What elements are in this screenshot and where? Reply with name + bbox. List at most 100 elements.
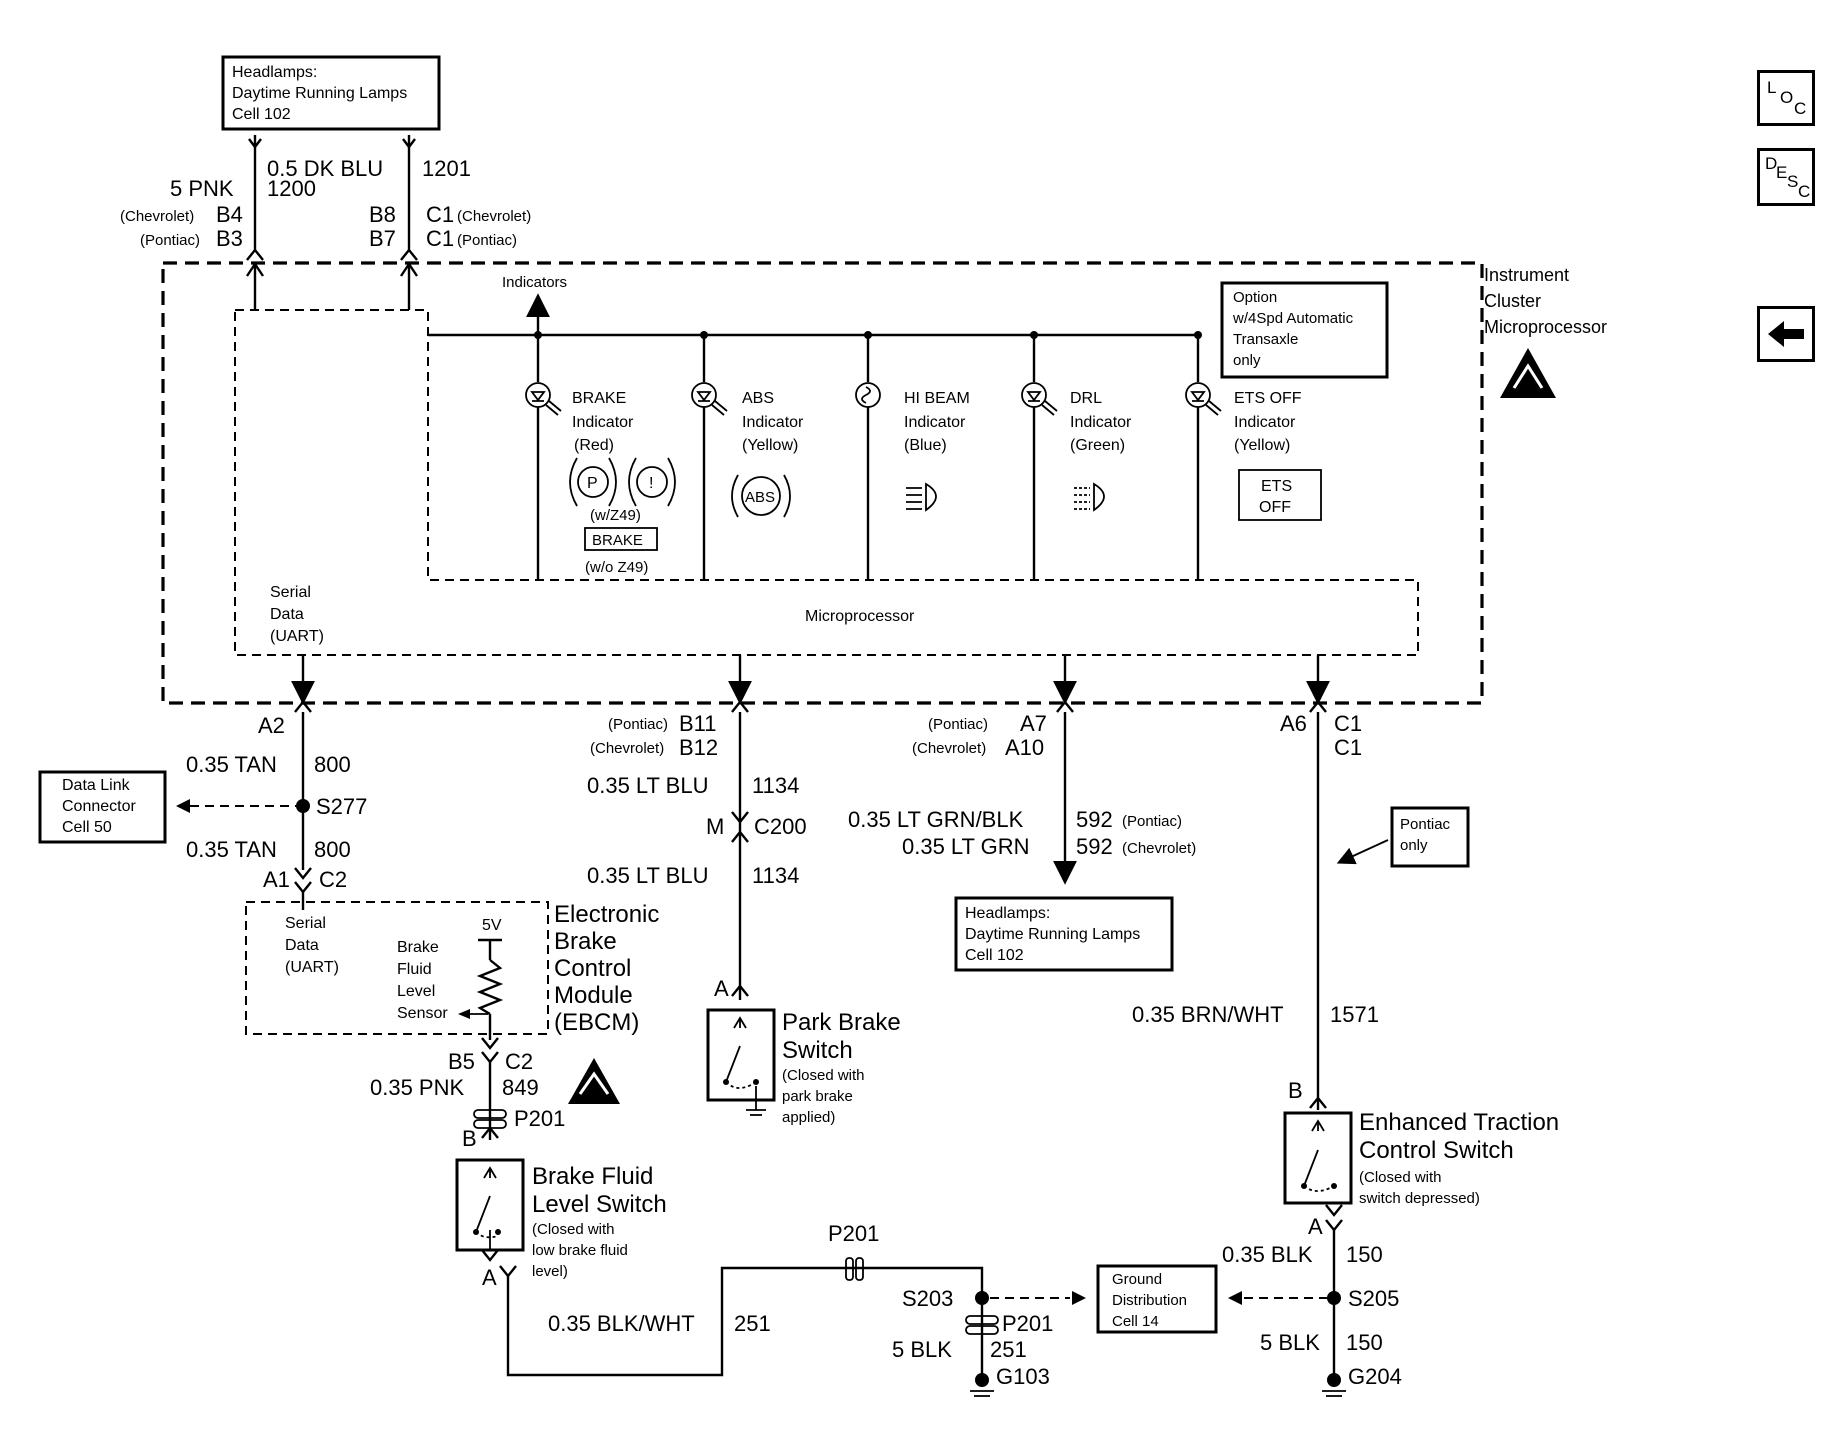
park-brake-symbol-icon: P: [569, 457, 617, 507]
desc-letter: S: [1787, 172, 1799, 191]
svg-text:Cell 50: Cell 50: [62, 819, 112, 836]
brake-fluid-level-switch: [455, 1158, 525, 1262]
ref-box-ground-dist[interactable]: Ground Distribution Cell 14: [1096, 1264, 1218, 1334]
svg-text:Daytime Running Lamps: Daytime Running Lamps: [965, 926, 1140, 943]
svg-text:ETS OFF: ETS OFF: [1234, 390, 1302, 407]
svg-text:Data Link: Data Link: [62, 777, 131, 794]
variant-label: (Chevrolet): [912, 740, 986, 757]
ebcm-boundary: [245, 901, 549, 1035]
serial-data-label: Data: [270, 606, 304, 623]
wire-circuit: 849: [502, 1075, 539, 1100]
pin-label: A7: [1020, 711, 1047, 736]
svg-text:Enhanced Traction: Enhanced Traction: [1359, 1109, 1559, 1136]
pin-label: A2: [258, 713, 285, 738]
pin-label: A6: [1280, 711, 1307, 736]
ref-line: Daytime Running Lamps: [232, 85, 407, 102]
park-brake-switch-note: (Closed with park brake applied): [782, 1067, 865, 1126]
note-line: only: [1233, 352, 1261, 369]
svg-text:Level Switch: Level Switch: [532, 1191, 667, 1218]
indicator-label-brake: BRAKE Indicator (Red): [572, 390, 634, 454]
svg-text:Pontiac: Pontiac: [1400, 816, 1451, 833]
ref-box-drl-top[interactable]: Headlamps: Daytime Running Lamps Cell 10…: [221, 55, 441, 131]
svg-text:Brake Fluid: Brake Fluid: [532, 1163, 653, 1190]
top-wires: [246, 135, 418, 310]
svg-text:Headlamps:: Headlamps:: [965, 905, 1050, 922]
svg-text:Indicator: Indicator: [904, 414, 966, 431]
ref-box-data-link[interactable]: Data Link Connector Cell 50: [38, 770, 167, 844]
variant-label: (Pontiac): [1122, 813, 1182, 830]
splice-label: S205: [1348, 1286, 1399, 1311]
svg-text:!: !: [649, 475, 653, 492]
option-note-box: Option w/4Spd Automatic Transaxle only: [1220, 281, 1389, 379]
park-brake-wire: [731, 700, 749, 1000]
loc-letter: C: [1794, 99, 1807, 118]
svg-text:park brake: park brake: [782, 1088, 853, 1105]
svg-text:Brake: Brake: [554, 928, 617, 955]
svg-text:(Closed with: (Closed with: [532, 1221, 615, 1238]
svg-text:applied): applied): [782, 1109, 835, 1126]
esd-warning-icon: [568, 1058, 620, 1104]
loc-button[interactable]: L O C: [1757, 70, 1815, 126]
brake-fluid-switch-note: (Closed with low brake fluid level): [532, 1221, 628, 1280]
wire-label: 0.35 PNK: [370, 1075, 464, 1100]
pontiac-only-note: Pontiac only: [1390, 806, 1470, 868]
svg-text:BRAKE: BRAKE: [572, 390, 626, 407]
svg-text:(Red): (Red): [574, 437, 614, 454]
ref-line: Headlamps:: [232, 64, 317, 81]
desc-letter: E: [1776, 163, 1788, 182]
svg-text:level): level): [532, 1263, 568, 1280]
ref-box-drl-bottom[interactable]: Headlamps: Daytime Running Lamps Cell 10…: [954, 896, 1174, 972]
indicator-label-drl: DRL Indicator (Green): [1070, 390, 1132, 454]
pin-label: M: [706, 814, 724, 839]
cluster-title: Microprocessor: [1484, 317, 1607, 337]
abs-symbol-icon: ABS: [731, 474, 791, 518]
etc-switch-note: (Closed with switch depressed): [1359, 1169, 1480, 1207]
brake-fluid-switch-title: Brake Fluid Level Switch: [532, 1163, 667, 1218]
indicator-column-ets-off: [1185, 331, 1222, 580]
brake-text-symbol: BRAKE: [584, 527, 658, 551]
svg-text:Brake: Brake: [397, 939, 439, 956]
ground-label: G103: [996, 1364, 1050, 1389]
svg-text:Connector: Connector: [62, 798, 136, 815]
esd-warning-icon: [1500, 348, 1556, 398]
variant-label: (Chevrolet): [590, 740, 664, 757]
svg-text:low brake fluid: low brake fluid: [532, 1242, 628, 1259]
connector-label: C1: [1334, 735, 1362, 760]
z49-label: (w/Z49): [590, 507, 641, 524]
variant-label: (Pontiac): [140, 232, 200, 249]
wire-circuit: 800: [314, 837, 351, 862]
wire-label: 5 BLK: [1260, 1330, 1320, 1355]
svg-text:Ground: Ground: [1112, 1271, 1162, 1288]
svg-text:(EBCM): (EBCM): [554, 1009, 639, 1036]
indicator-label-abs: ABS Indicator (Yellow): [742, 390, 804, 454]
pin-label: A: [714, 976, 729, 1001]
ebcm-serial-data: Serial Data (UART): [285, 915, 339, 976]
svg-text:ABS: ABS: [745, 489, 775, 506]
indicator-label-ets-off: ETS OFF Indicator (Yellow): [1234, 390, 1302, 454]
variant-label: (Chevrolet): [120, 208, 194, 225]
cluster-title: Instrument: [1484, 265, 1569, 285]
pin-label: A: [482, 1265, 497, 1290]
indicator-column-hi-beam: [855, 331, 881, 580]
variant-label: (Chevrolet): [457, 208, 531, 225]
loc-letter: O: [1780, 88, 1794, 107]
desc-button[interactable]: D E S C: [1757, 148, 1815, 206]
pin-label: B5: [448, 1049, 475, 1074]
wire-circuit: 1201: [422, 156, 471, 181]
desc-letter: D: [1765, 154, 1778, 173]
svg-text:Data: Data: [285, 937, 319, 954]
svg-text:Indicator: Indicator: [1234, 414, 1296, 431]
wire-circuit: 1200: [267, 176, 316, 201]
z49-label: (w/o Z49): [585, 559, 648, 576]
svg-text:ABS: ABS: [742, 390, 774, 407]
wire-circuit: 1571: [1330, 1002, 1379, 1027]
wire-circuit: 1134: [752, 773, 799, 798]
wire-circuit: 1134: [752, 863, 799, 888]
svg-text:DRL: DRL: [1070, 390, 1102, 407]
svg-text:OFF: OFF: [1259, 499, 1291, 516]
svg-text:Cell 14: Cell 14: [1112, 1313, 1159, 1330]
note-line: Transaxle: [1233, 331, 1298, 348]
back-button[interactable]: [1757, 306, 1815, 362]
note-line: Option: [1233, 289, 1277, 306]
pin-label: B7: [369, 226, 396, 251]
